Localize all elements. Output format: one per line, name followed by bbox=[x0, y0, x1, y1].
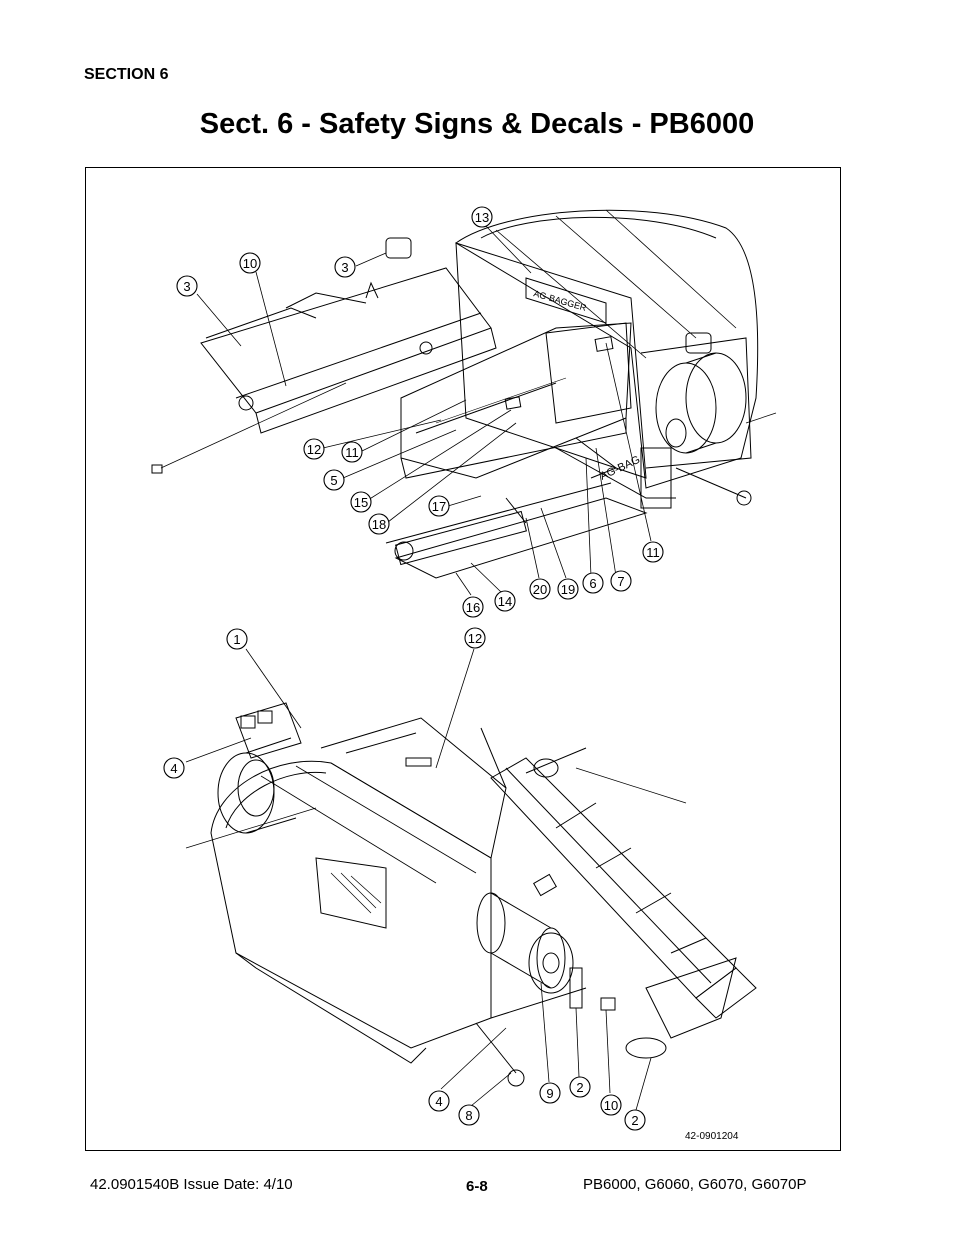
callout-label: 9 bbox=[546, 1086, 553, 1101]
footer-doc-number: 42.0901540B Issue Date: 4/10 bbox=[90, 1176, 293, 1193]
callout-label: 8 bbox=[465, 1108, 472, 1123]
bottom-machine-drawing bbox=[185, 702, 757, 1087]
callout-label: 4 bbox=[435, 1094, 442, 1109]
callout-label: 17 bbox=[432, 499, 446, 514]
figure-frame: AG-BAGGER bbox=[85, 167, 841, 1151]
svg-text:AG-BAGGER: AG-BAGGER bbox=[532, 288, 588, 313]
callout-label: 6 bbox=[589, 576, 596, 591]
callout-label: 7 bbox=[617, 574, 624, 589]
callout-label: 2 bbox=[576, 1080, 583, 1095]
callouts-bottom: 1 12 4 4 8 9 2 10 2 bbox=[163, 627, 646, 1131]
callout-label: 14 bbox=[498, 594, 512, 609]
top-machine-drawing: AG-BAGGER bbox=[151, 209, 777, 579]
callout-label: 5 bbox=[330, 473, 337, 488]
callout-label: 11 bbox=[345, 445, 359, 460]
footer-models: PB6000, G6060, G6070, G6070P bbox=[583, 1176, 807, 1193]
footer-page-number: 6-8 bbox=[466, 1178, 488, 1195]
callout-leader-lines bbox=[185, 225, 652, 1111]
callout-label: 19 bbox=[561, 582, 575, 597]
drawing-number: 42-0901204 bbox=[685, 1131, 739, 1142]
callouts-top: 13 3 10 3 12 11 5 15 18 17 11 7 6 bbox=[176, 206, 664, 618]
callout-label: 12 bbox=[307, 442, 321, 457]
callout-label: 4 bbox=[170, 761, 177, 776]
callout-label: 2 bbox=[631, 1113, 638, 1128]
callout-label: 15 bbox=[354, 495, 368, 510]
callout-label: 1 bbox=[233, 632, 240, 647]
callout-label: 3 bbox=[341, 260, 348, 275]
section-label: SECTION 6 bbox=[84, 66, 169, 83]
callout-label: 18 bbox=[372, 517, 386, 532]
callout-label: 10 bbox=[243, 256, 257, 271]
svg-text:AG-BAG: AG-BAG bbox=[598, 454, 642, 483]
technical-drawing: AG-BAGGER bbox=[151, 206, 777, 1131]
page-title: Sect. 6 - Safety Signs & Decals - PB6000 bbox=[199, 108, 755, 140]
callout-label: 11 bbox=[646, 545, 660, 560]
callout-label: 10 bbox=[604, 1098, 618, 1113]
callout-label: 20 bbox=[533, 582, 547, 597]
callout-label: 12 bbox=[468, 631, 482, 646]
callout-label: 16 bbox=[466, 600, 480, 615]
callout-label: 13 bbox=[475, 210, 489, 225]
callout-label: 3 bbox=[183, 279, 190, 294]
